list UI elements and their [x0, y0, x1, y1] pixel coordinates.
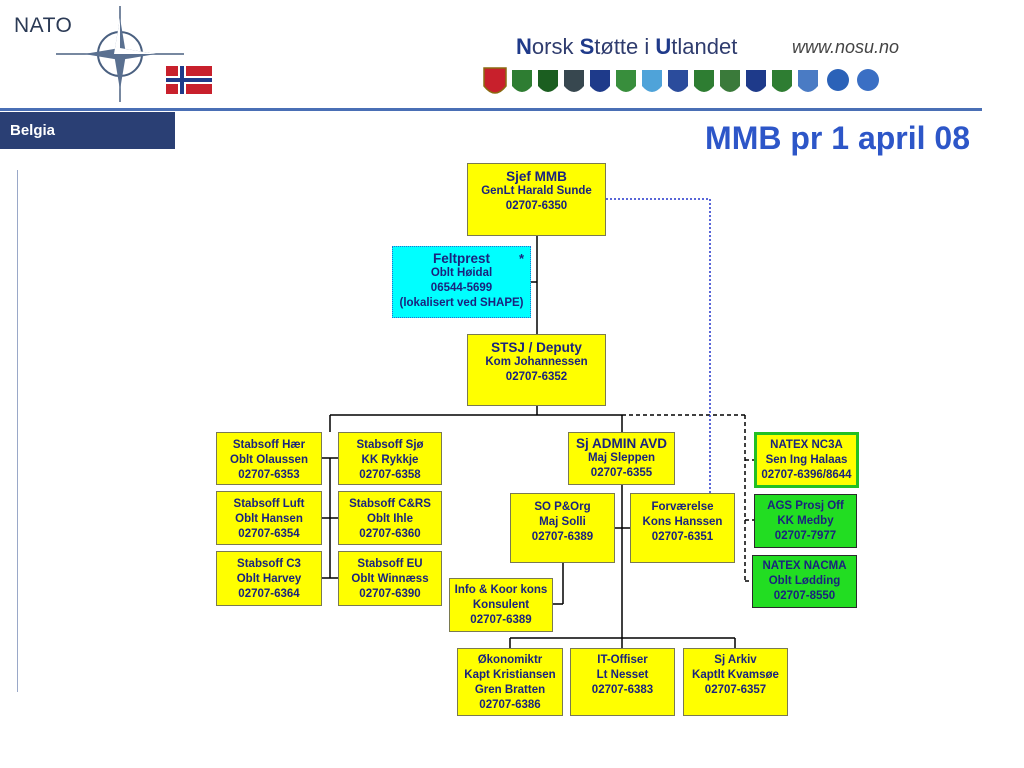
box-stabsoff-crs: Stabsoff C&RS Oblt Ihle 02707-6360 [338, 491, 442, 545]
box-stabsoff-luft: Stabsoff Luft Oblt Hansen 02707-6354 [216, 491, 322, 545]
box-forvaerelse: Forværelse Kons Hanssen 02707-6351 [630, 493, 735, 563]
box-sj-admin-avd: Sj ADMIN AVD Maj Sleppen 02707-6355 [568, 432, 675, 485]
box-stabsoff-sjo: Stabsoff Sjø KK Rykkje 02707-6358 [338, 432, 442, 485]
country-tab-belgia[interactable]: Belgia [0, 112, 175, 149]
box-natex-nacma: NATEX NACMA Oblt Lødding 02707-8550 [752, 555, 857, 608]
box-so-porg: SO P&Org Maj Solli 02707-6389 [510, 493, 615, 563]
nosu-url: www.nosu.no [792, 37, 900, 57]
box-title: Feltprest [432, 251, 490, 266]
norwegian-flag-icon [166, 66, 212, 94]
box-natex-nc3a: NATEX NC3A Sen Ing Halaas 02707-6396/864… [754, 432, 859, 488]
unit-badges-row-icon [483, 67, 879, 94]
box-ags-prosj: AGS Prosj Off KK Medby 02707-7977 [754, 494, 857, 548]
box-sjef-mmb: Sjef MMB GenLt Harald Sunde 02707-6350 [467, 163, 606, 236]
box-stsj-deputy: STSJ / Deputy Kom Johannessen 02707-6352 [467, 334, 606, 406]
box-title: STSJ / Deputy [491, 340, 582, 355]
box-title: Sjef MMB [506, 169, 567, 184]
box-stabsoff-haer: Stabsoff Hær Oblt Olaussen 02707-6353 [216, 432, 322, 485]
box-stabsoff-c3: Stabsoff C3 Oblt Harvey 02707-6364 [216, 551, 322, 606]
star-marker: * [518, 251, 524, 266]
nosu-title: Norsk Støtte i Utlandet [516, 34, 738, 59]
box-okonomi: Økonomiktr Kapt Kristiansen Gren Bratten… [457, 648, 563, 716]
nato-compass-icon [56, 6, 184, 102]
box-feltprest: * Feltprest Oblt Høidal 06544-5699 (loka… [392, 246, 531, 318]
box-info-koor: Info & Koor kons Konsulent 02707-6389 [449, 578, 553, 632]
nato-label: NATO [14, 14, 73, 37]
box-stabsoff-eu: Stabsoff EU Oblt Winnæss 02707-6390 [338, 551, 442, 606]
header-divider [0, 108, 982, 111]
box-sj-arkiv: Sj Arkiv Kaptlt Kvamsøe 02707-6357 [683, 648, 788, 716]
box-title: Sj ADMIN AVD [576, 436, 667, 451]
box-it-offiser: IT-Offiser Lt Nesset 02707-6383 [570, 648, 675, 716]
left-guide-line [17, 170, 18, 692]
slide-title: MMB pr 1 april 08 [705, 120, 970, 156]
